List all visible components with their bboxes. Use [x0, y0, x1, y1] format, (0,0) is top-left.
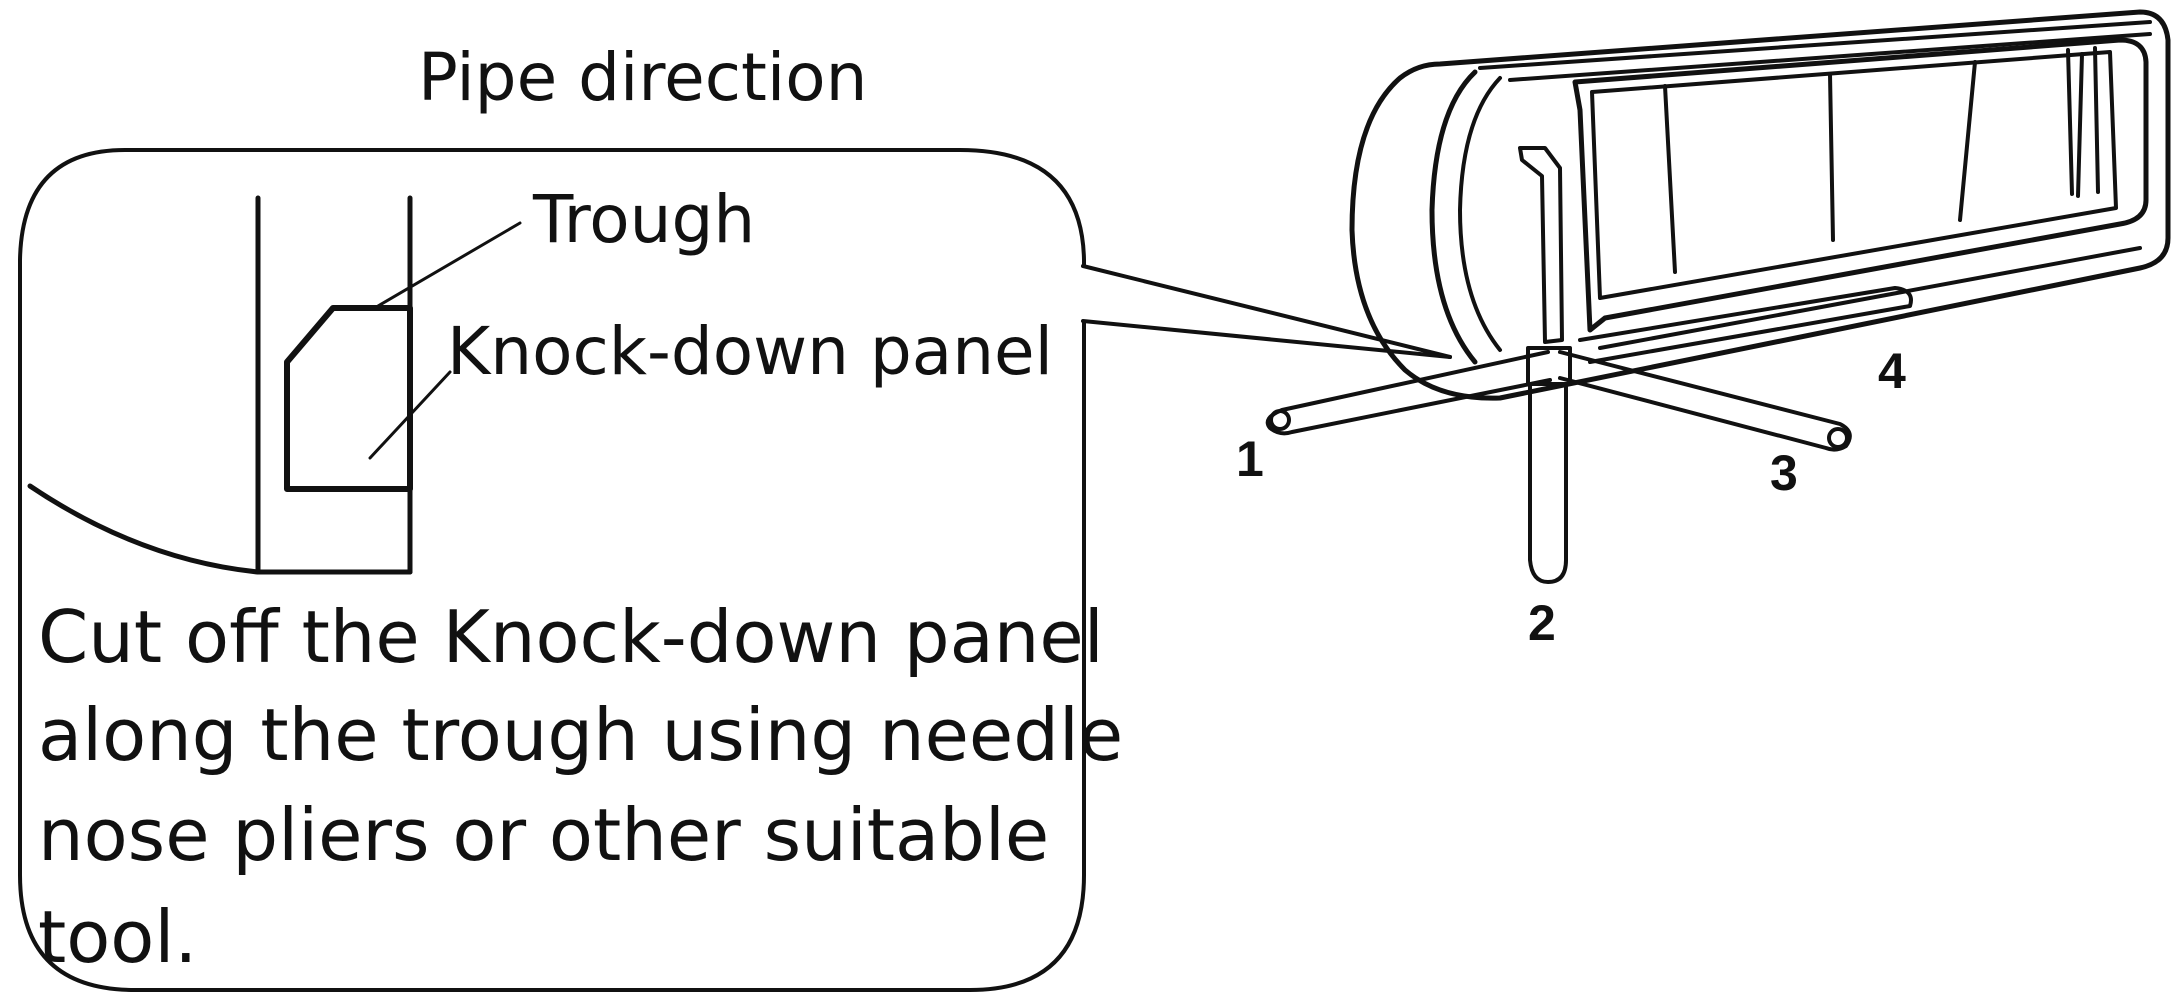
diagram-title: Pipe direction: [418, 39, 867, 116]
panel-leader-line: [368, 370, 452, 460]
unit-separator-2: [1828, 72, 1835, 242]
unit-top-rail: [1478, 20, 2152, 70]
knock-down-panel-label: Knock-down panel: [447, 313, 1053, 390]
knock-down-panel: [284, 305, 413, 492]
unit-top-rail-2: [1508, 32, 2152, 82]
unit-separator-1: [1663, 84, 1677, 274]
pipe-number-3: 3: [1770, 445, 1798, 501]
pipe-1: [1265, 350, 1552, 436]
pipe-1-end: [1269, 409, 1291, 431]
pipe-number-4: 4: [1878, 343, 1906, 399]
pipe-3-end: [1827, 427, 1849, 449]
unit-side-rod: [2066, 46, 2100, 196]
trough-label: Trough: [532, 181, 755, 258]
unit-back-frame-inner: [1590, 50, 2118, 300]
trough-leader-line: [376, 221, 522, 308]
callout-box: [18, 148, 1086, 992]
pipe-4: [1578, 286, 1913, 364]
callout-pointer-upper: [1081, 264, 1452, 359]
casing-curve: [27, 483, 261, 575]
callout-pointer-lower: [1081, 319, 1452, 359]
pipe-2: [1528, 384, 1568, 584]
unit-end-cap-inner: [1429, 69, 1478, 365]
callout-gap: [1079, 266, 1091, 322]
pipe-number-1: 1: [1236, 431, 1264, 487]
unit-body-outline: [1349, 9, 2171, 401]
instruction-line-3: nose pliers or other suitable: [38, 793, 1049, 877]
pipe-number-2: 2: [1528, 595, 1556, 651]
pipe-3: [1558, 350, 1852, 452]
unit-bottom-lip: [1598, 246, 2142, 350]
instruction-line-2: along the trough using needle: [38, 693, 1123, 777]
instruction-line-4: tool.: [38, 895, 197, 979]
pipe-junction: [1526, 346, 1572, 386]
instruction-line-1: Cut off the Knock-down panel: [38, 595, 1104, 679]
pipe-vertical-bend: [1518, 146, 1564, 344]
unit-end-cap-inner-2: [1458, 76, 1502, 352]
indoor-unit-illustration: 1 2 3 4: [1236, 9, 2171, 651]
unit-back-frame: [1572, 37, 2149, 333]
unit-separator-3: [1958, 60, 1977, 222]
unit-separator-4: [2076, 52, 2084, 198]
